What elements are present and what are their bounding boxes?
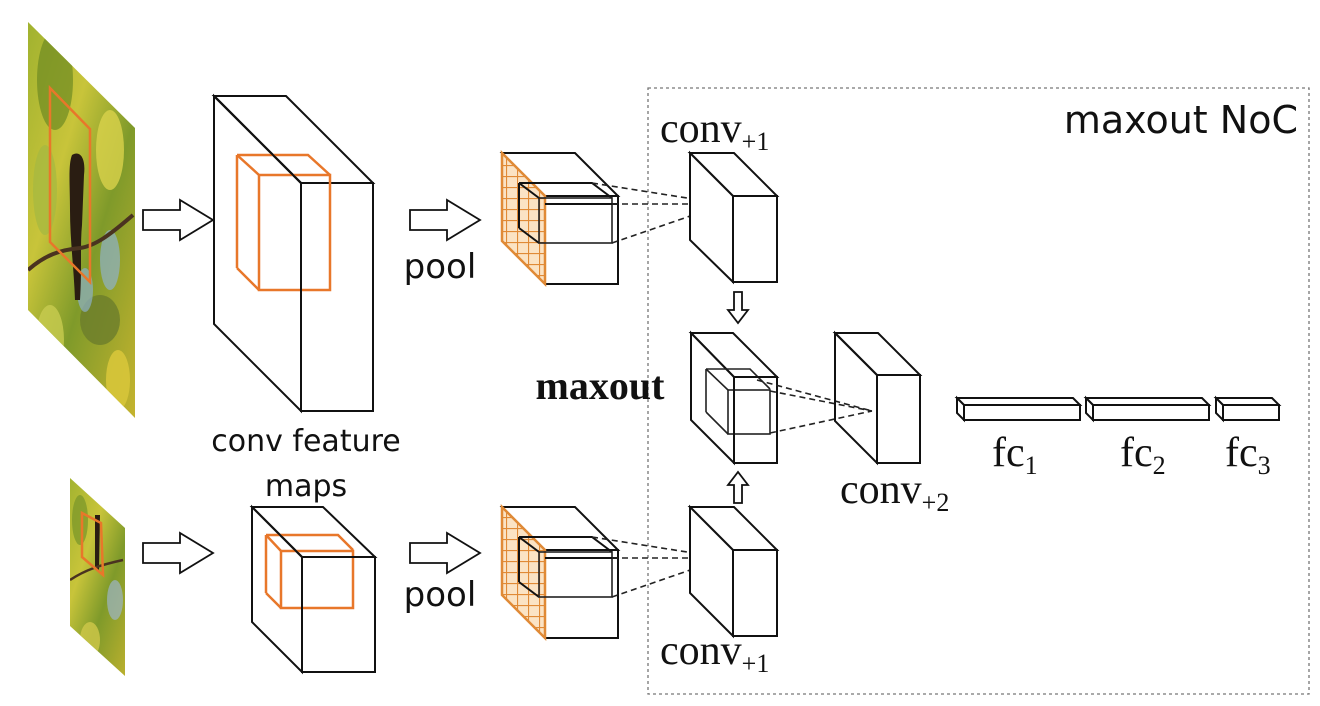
inner-front: [538, 551, 613, 598]
pooled-front-face: [544, 549, 619, 639]
fc1-label: fc1: [992, 430, 1038, 480]
fc2-subscript: 2: [1153, 451, 1166, 480]
conv-plus1-label-bottom: conv+1: [660, 628, 769, 678]
conv-plus1-block-bottom: [687, 504, 780, 639]
pool-label-top: pool: [404, 247, 477, 287]
fc2-label: fc2: [1120, 430, 1166, 480]
arrow-down-icon: [726, 291, 750, 325]
inner-diag-bottom: [518, 227, 540, 244]
maxout-noc-box: maxout NoC: [647, 87, 1310, 695]
region-box-small: [80, 510, 105, 578]
inner-diag: [518, 182, 540, 199]
inner-diag: [518, 536, 540, 553]
pool-label-bottom: pool: [404, 575, 477, 615]
fc1-subscript: 1: [1025, 451, 1038, 480]
inner-diag-bottom: [518, 581, 540, 598]
fc3-base: fc: [1225, 430, 1258, 476]
pooled-grid-face: [500, 149, 547, 288]
conv-feature-volume-large: [211, 93, 376, 414]
conv-plus1-top-base: conv: [660, 106, 742, 152]
pooled-front-face: [544, 195, 619, 285]
input-image-large: [28, 22, 135, 418]
conv-plus1-block-top: [687, 150, 780, 285]
conv-feature-volume-small: [249, 504, 378, 675]
maxout-block: [688, 330, 780, 466]
roi-cube-large: [235, 153, 332, 292]
maxout-projection-lines: [756, 379, 873, 434]
conv-feature-maps-label-line1: conv feature: [211, 424, 400, 459]
conv-plus1-top-subscript: +1: [742, 127, 770, 156]
conv-plus2-block: [832, 330, 923, 466]
fc3-label: fc3: [1225, 430, 1271, 480]
fc3-subscript: 3: [1258, 451, 1271, 480]
conv-plus1-bottom-subscript: +1: [742, 649, 770, 678]
maxout-label: maxout: [536, 363, 666, 408]
conv-plus2-label: conv+2: [840, 467, 949, 517]
region-box-large: [48, 84, 92, 286]
fc1-block: [954, 395, 1083, 423]
conv-plus2-base: conv: [840, 467, 922, 513]
conv-plus1-label-top: conv+1: [660, 106, 769, 156]
noc-box-border: [647, 87, 1310, 695]
fc2-block: [1083, 395, 1212, 423]
conv-plus2-subscript: +2: [922, 488, 950, 517]
arrow-right-icon: [142, 198, 215, 242]
input-image-small: [70, 478, 125, 676]
inner-front: [538, 197, 613, 244]
pooled-volume-top: [499, 149, 726, 288]
pooled-volume-bottom: [499, 503, 726, 642]
pool-arrow-bottom-icon: [409, 531, 482, 575]
conv-plus1-bottom-base: conv: [660, 628, 742, 674]
fc3-block: [1213, 395, 1282, 423]
noc-box-label: maxout NoC: [1064, 98, 1298, 142]
arrow-right-icon: [142, 531, 215, 575]
fc2-base: fc: [1120, 430, 1153, 476]
fc1-base: fc: [992, 430, 1025, 476]
pooled-grid-face: [500, 503, 547, 642]
conv-feature-maps-label-line2: maps: [265, 469, 347, 504]
pool-arrow-top-icon: [409, 198, 482, 242]
roi-cube-small: [264, 533, 355, 610]
arrow-up-icon: [726, 470, 750, 504]
